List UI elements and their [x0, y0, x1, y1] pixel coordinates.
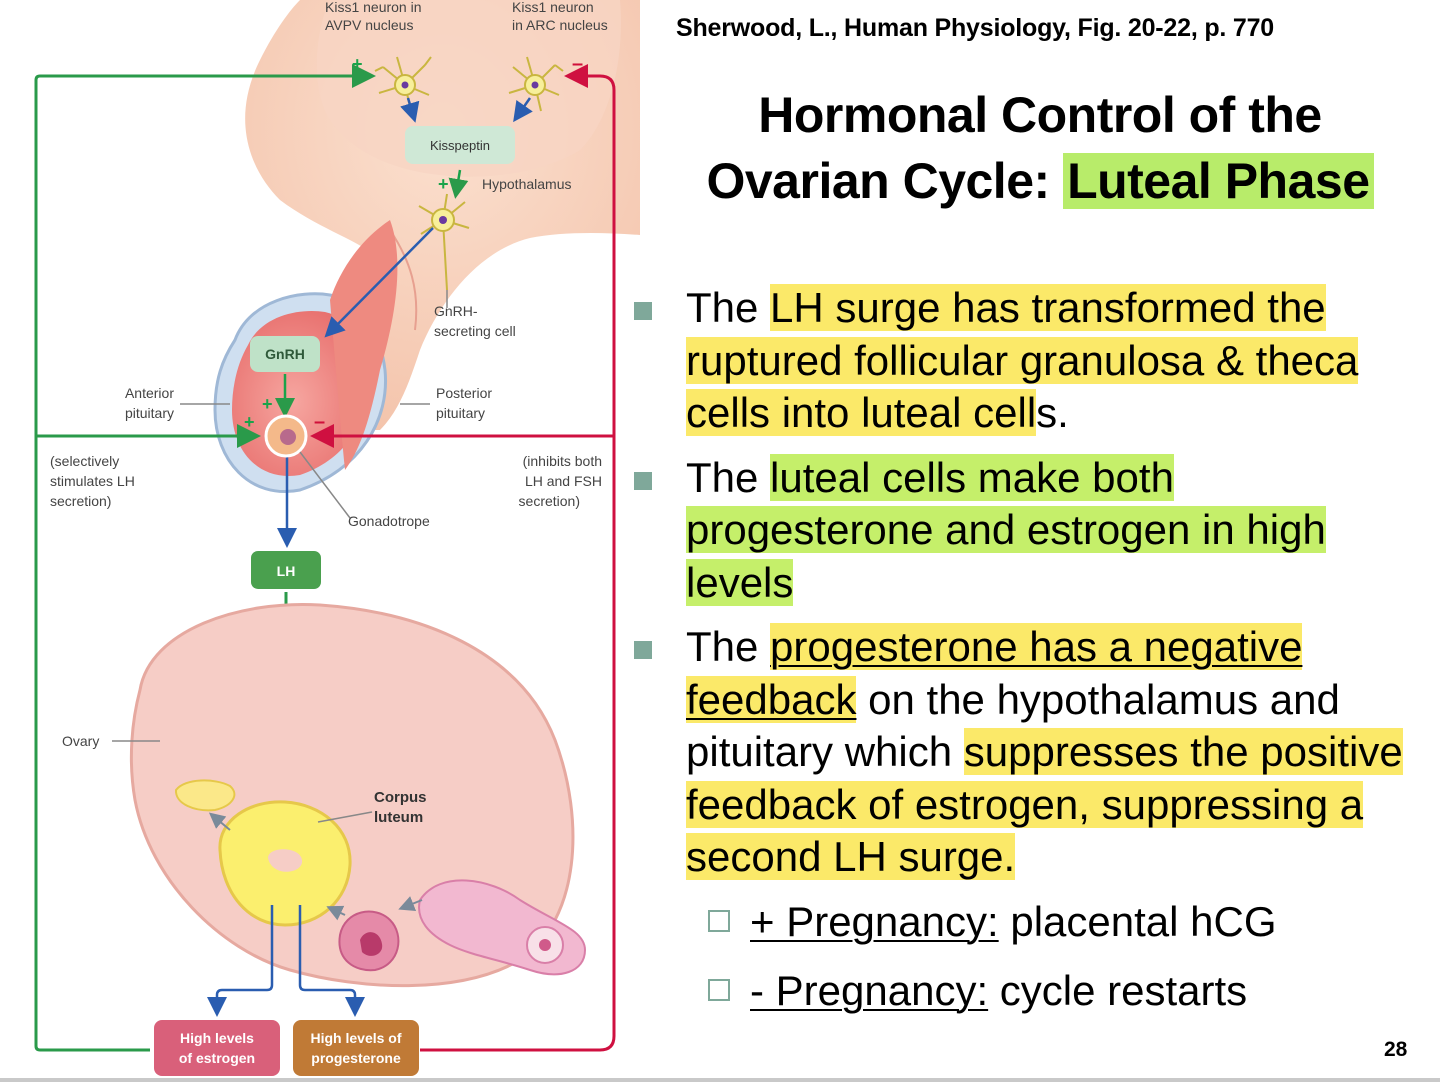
corpus-luteum-label-line2: luteum	[374, 809, 423, 826]
kiss1-arc-label-line2: in ARC nucleus	[512, 17, 608, 33]
square-bullet-icon	[634, 302, 652, 320]
posterior-pituitary-label-line1: Posterior	[436, 385, 492, 401]
gnrh-release-arrow	[324, 227, 434, 338]
gnrh-neuron	[418, 193, 470, 291]
hypothalamus-label: Hypothalamus	[482, 176, 572, 192]
hollow-square-bullet-icon	[708, 978, 730, 1001]
lh-label: LH	[277, 563, 296, 579]
bullet-item-progesterone: The progesterone has a negative feedback…	[632, 621, 1432, 884]
ovary	[129, 602, 587, 988]
title-line2-prefix: Ovarian Cycle:	[706, 153, 1050, 209]
square-bullet-icon	[634, 471, 652, 490]
inhibit-note-line2: LH and FSH	[525, 473, 602, 489]
sub-item-label: - Pregnancy:	[750, 966, 989, 1014]
lh-box: LH	[251, 551, 321, 589]
plus-sign-pituitary: +	[244, 412, 255, 432]
minus-sign-arc: –	[572, 53, 583, 75]
gonadotrope-cell	[264, 414, 308, 458]
selective-note-line1: (selectively	[50, 453, 119, 469]
corpus-luteum-label-line1: Corpus	[374, 789, 427, 806]
bullet-lead: The	[686, 284, 771, 331]
bullet-tail: s.	[1036, 389, 1069, 436]
sub-item-text: cycle restarts	[988, 966, 1248, 1014]
kiss1-arc-label-line1: Kiss1 neuron	[512, 0, 594, 15]
progesterone-label-line1: High levels of	[310, 1030, 401, 1046]
sub-item-label: + Pregnancy:	[750, 897, 999, 945]
bullet-list: The LH surge has transformed the rupture…	[632, 282, 1432, 1034]
bottom-divider	[0, 1078, 1440, 1082]
selective-note-line3: secretion)	[50, 493, 111, 509]
posterior-pituitary-label-line2: pituitary	[436, 405, 485, 421]
progesterone-label-line2: progesterone	[311, 1050, 401, 1066]
bullet-highlight: luteal cells make both progesterone and …	[686, 453, 1326, 606]
title-line2: Ovarian Cycle: Luteal Phase	[650, 148, 1430, 214]
label-leader-lines	[112, 290, 448, 823]
kiss1-avpv-neuron	[374, 56, 432, 112]
plus-sign-avpv: +	[352, 54, 363, 74]
progesterone-output-arrow	[298, 905, 365, 1017]
kisspeptin-label: Kisspeptin	[430, 138, 490, 153]
bullet-middle: on the hypothalamus and pituitary which	[686, 675, 1340, 776]
anterior-pituitary-label-line2: pituitary	[125, 405, 174, 421]
sub-item-plus-pregnancy: + Pregnancy: placental hCG	[632, 896, 1432, 948]
anterior-pituitary-label-line1: Anterior	[125, 385, 174, 401]
plus-sign-kisspeptin: +	[438, 174, 449, 194]
ruptured-follicle-arrow	[326, 905, 346, 921]
gnrh-label: GnRH	[265, 346, 305, 362]
progesterone-box: High levels of progesterone	[293, 1020, 419, 1076]
arc-to-kisspeptin-arrow	[513, 97, 533, 123]
page-number: 28	[1384, 1038, 1408, 1061]
gnrh-cell-label-line1: GnRH-	[434, 303, 478, 319]
regression-arrow	[208, 812, 231, 831]
hollow-square-bullet-icon	[708, 909, 730, 932]
kiss1-avpv-label-line1: Kiss1 neuron in	[325, 0, 422, 15]
bullet-lead: The	[686, 453, 771, 501]
estrogen-label-line1: High levels	[180, 1030, 254, 1046]
slide-title: Hormonal Control of the Ovarian Cycle: L…	[650, 82, 1430, 214]
sub-item-text: placental hCG	[998, 897, 1277, 945]
kiss1-arc-neuron	[508, 56, 564, 112]
gnrh-cell-label-line2: secreting cell	[434, 323, 516, 339]
kisspeptin-box: Kisspeptin	[405, 126, 515, 164]
estrogen-output-arrow	[207, 905, 274, 1017]
title-highlight: Luteal Phase	[1063, 153, 1374, 209]
selective-note-line2: stimulates LH	[50, 473, 135, 489]
bullet-lead: The	[686, 623, 771, 670]
inhibit-note-line1: (inhibits both	[523, 453, 602, 469]
gnrh-box: GnRH	[250, 336, 320, 372]
inhibit-note-line3: secretion)	[519, 493, 580, 509]
negative-feedback-hypothalamus-path	[420, 64, 616, 1052]
title-line1: Hormonal Control of the	[758, 87, 1322, 143]
avpv-to-kisspeptin-arrow	[400, 97, 420, 123]
sub-item-minus-pregnancy: - Pregnancy: cycle restarts	[632, 965, 1432, 1017]
square-bullet-icon	[634, 641, 652, 659]
kisspeptin-stim-arrow	[448, 169, 469, 199]
positive-feedback-hypothalamus-path	[34, 64, 376, 1052]
estrogen-box: High levels of estrogen	[154, 1020, 280, 1076]
bullet-highlight: LH surge has transformed the ruptured fo…	[686, 284, 1359, 436]
ovarian-control-diagram: Kisspeptin GnRH + – + + + – + LH	[34, 0, 640, 1076]
kiss1-avpv-label-line2: AVPV nucleus	[325, 17, 413, 33]
plus-sign-gnrh: +	[262, 394, 273, 414]
bullet-item-luteal-cells: The luteal cells make both progesterone …	[632, 452, 1432, 610]
estrogen-label-line2: of estrogen	[179, 1050, 255, 1066]
bullet-item-lh-surge: The LH surge has transformed the rupture…	[632, 282, 1432, 440]
gonadotrope-label: Gonadotrope	[348, 513, 430, 529]
citation: Sherwood, L., Human Physiology, Fig. 20-…	[676, 14, 1274, 42]
ovary-label: Ovary	[62, 733, 99, 749]
minus-sign-pituitary: –	[314, 411, 325, 433]
follicle-progression-arrow	[398, 896, 423, 911]
